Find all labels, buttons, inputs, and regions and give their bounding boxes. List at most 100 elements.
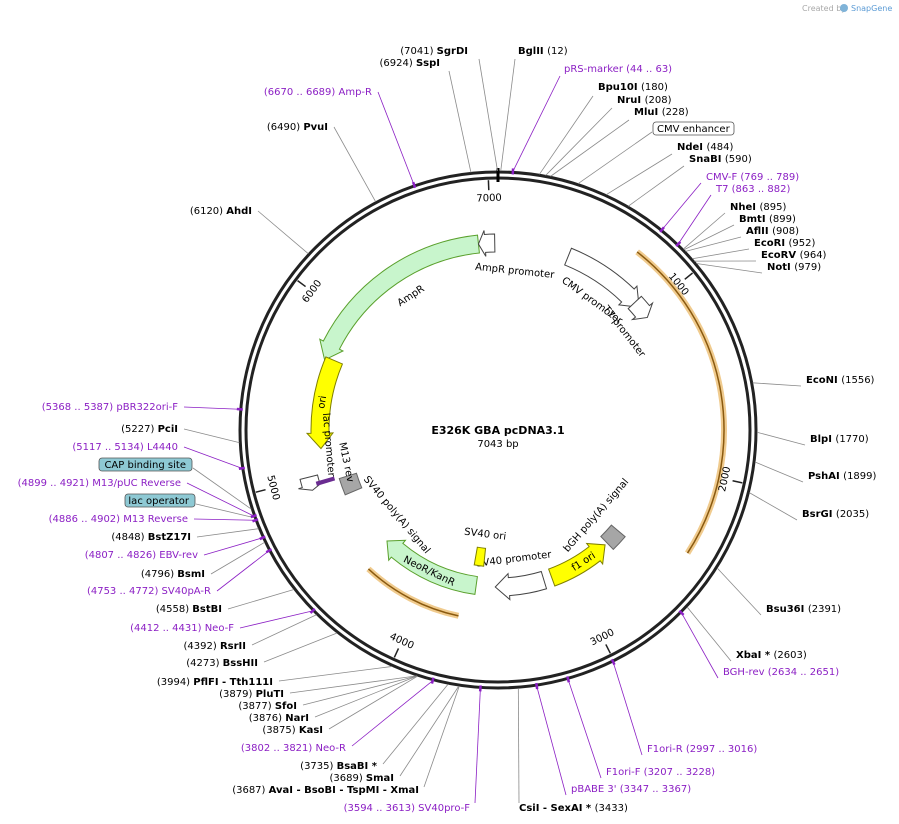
leader-line xyxy=(545,107,613,176)
feature-label: M13 rev xyxy=(336,441,355,483)
feature-box xyxy=(652,121,735,136)
leader-line xyxy=(263,632,338,663)
primer-label: pRS-marker (44 .. 63) xyxy=(564,64,672,75)
enzyme-label: AflII (908) xyxy=(746,226,799,237)
enzyme-label: (4848) BstZ17I xyxy=(111,532,191,543)
leader-line xyxy=(289,675,417,694)
leader-line xyxy=(257,210,309,254)
primer-label: F1ori-R (2997 .. 3016) xyxy=(647,744,757,755)
feature-label: SV40 ori xyxy=(464,527,507,543)
feature-box-label: lac operator xyxy=(128,496,189,507)
feature-ampr-promoter xyxy=(477,230,496,257)
primer-mark xyxy=(678,609,685,616)
feature-label: bGH poly(A) signal xyxy=(562,477,632,555)
enzyme-label: (7041) SgrDI xyxy=(400,46,468,57)
tick-label: 3000 xyxy=(589,627,617,648)
primer-label: (6670 .. 6689) Amp-R xyxy=(264,87,372,98)
leader-line xyxy=(539,95,594,175)
enzyme-label: BlpI (1770) xyxy=(810,434,869,445)
enzyme-label: (6924) SspI xyxy=(380,58,440,69)
leader-line xyxy=(351,680,433,747)
tick-label: 6000 xyxy=(300,278,324,305)
leader-line xyxy=(696,263,763,274)
enzyme-label: CsiI - SexAI * (3433) xyxy=(519,803,628,814)
primer-label: (4899 .. 4921) M13/pUC Reverse xyxy=(18,478,181,489)
feature-sv40-promoter xyxy=(494,570,548,601)
primer-label: CMV-F (769 .. 789) xyxy=(706,172,799,183)
primer-label: (5117 .. 5134) L4440 xyxy=(72,442,178,453)
label-leaders xyxy=(183,58,806,804)
primer-mark xyxy=(566,676,571,683)
feature-bgh-poly-a-signal xyxy=(600,524,626,551)
leader-line xyxy=(196,528,259,538)
enzyme-label: (3877) SfoI xyxy=(238,701,297,712)
credit-brand: SnapGene xyxy=(851,4,892,13)
leader-line xyxy=(683,224,735,251)
enzyme-label: (3687) AvaI - BsoBI - TspMI - XmaI xyxy=(232,785,419,796)
leader-line xyxy=(500,58,516,172)
leader-line xyxy=(577,131,653,185)
feature-label: AmpR xyxy=(396,283,427,309)
leader-line xyxy=(333,126,376,202)
enzyme-label: NdeI (484) xyxy=(677,142,734,153)
leader-line xyxy=(195,503,255,519)
enzyme-label: Bsu36I (2391) xyxy=(766,604,841,615)
leader-line xyxy=(628,165,685,207)
leader-line xyxy=(474,688,481,804)
tick-label: 2000 xyxy=(717,466,733,493)
leader-line xyxy=(216,550,270,592)
enzyme-label: (3994) PflFI - Tth111I xyxy=(157,677,273,688)
credit-text: Created by xyxy=(802,4,846,13)
tick-label: 4000 xyxy=(388,631,416,652)
leader-line xyxy=(227,589,295,610)
leader-line xyxy=(716,567,762,616)
primer-mark xyxy=(675,240,682,248)
enzyme-label: NheI (895) xyxy=(730,202,786,213)
plasmid-name: E326K GBA pcDNA3.1 xyxy=(431,424,564,437)
tick-mark xyxy=(297,279,307,288)
leader-line xyxy=(183,428,240,444)
leader-line xyxy=(203,537,263,556)
leader-line xyxy=(677,194,712,245)
leader-line xyxy=(754,461,804,483)
tick-mark xyxy=(393,648,400,658)
leader-line xyxy=(192,467,252,510)
leader-line xyxy=(448,70,472,173)
leader-line xyxy=(567,679,602,779)
enzyme-label: NruI (208) xyxy=(617,95,672,106)
leader-line xyxy=(382,683,449,765)
enzyme-label: (3875) KasI xyxy=(262,725,323,736)
feature-label: SV40 promoter xyxy=(476,549,553,569)
primer-label: F1ori-F (3207 .. 3228) xyxy=(606,767,715,778)
enzyme-label: BmtI (899) xyxy=(739,214,796,225)
enzyme-label: NotI (979) xyxy=(767,262,821,273)
primer-label: (3594 .. 3613) SV40pro-F xyxy=(344,803,471,814)
orf-line xyxy=(636,251,725,554)
enzyme-label: Bpu10I (180) xyxy=(598,82,668,93)
feature-label: ori xyxy=(316,395,329,410)
leader-line xyxy=(399,685,460,777)
enzyme-label: PshAI (1899) xyxy=(808,471,877,482)
leader-line xyxy=(661,182,702,230)
leader-line xyxy=(239,610,313,629)
leader-line xyxy=(328,675,418,730)
primer-mark xyxy=(535,682,539,690)
enzyme-label: BsrGI (2035) xyxy=(802,509,869,520)
feature-box xyxy=(124,493,196,508)
enzyme-label: BglII (12) xyxy=(518,46,568,57)
leader-line xyxy=(251,614,317,646)
feature-label: AmpR promoter xyxy=(475,262,556,281)
enzyme-label: (6120) AhdI xyxy=(190,206,252,217)
leader-line xyxy=(612,661,643,756)
tick-mark xyxy=(732,479,743,484)
enzyme-label: EcoNI (1556) xyxy=(806,375,875,386)
leader-line xyxy=(377,91,415,186)
leader-line xyxy=(681,612,719,679)
feature-sv40-poly-a-signal xyxy=(338,472,363,496)
feature-lac-promoter xyxy=(298,474,324,491)
enzyme-label: XbaI * (2603) xyxy=(736,650,807,661)
primer-label: (4807 .. 4826) EBV-rev xyxy=(85,550,198,561)
enzyme-label: MluI (228) xyxy=(634,107,689,118)
